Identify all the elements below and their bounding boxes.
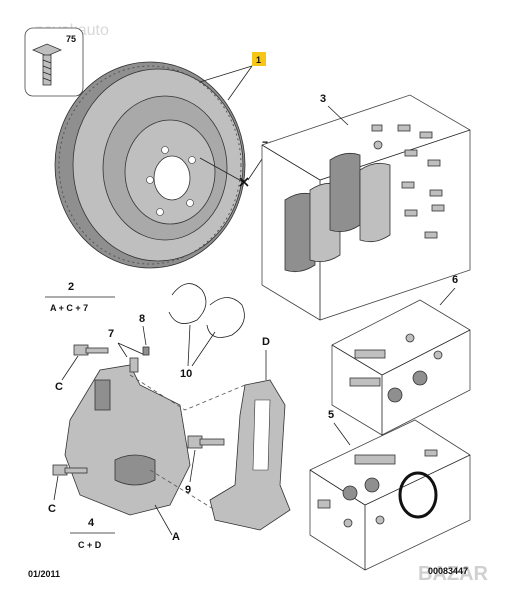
label-caliper-set: 4 [88,517,95,529]
bolt-9 [187,435,225,449]
label-caliper: A [172,531,180,543]
watermark-bottom: BAZAR [418,563,489,585]
label-bolt-c-lower: C [48,503,56,515]
label-clips: 10 [180,368,192,380]
label-disc-set-formula: A + C + 7 [50,303,88,313]
kit-5-box [309,419,471,571]
guide-pin-1 [354,349,386,359]
label-bleed: 7 [108,328,114,340]
kit5-seal-1 [342,485,358,501]
brake-caliper [64,364,191,516]
pad-clips [371,124,445,239]
footer-date: 01/2011 [28,569,60,579]
piston-seal-ring [398,471,438,519]
label-bolt-9: 9 [185,484,191,496]
label-bolt-c-upper: C [55,381,63,393]
label-disc: 1 [256,55,261,65]
spring-clips [168,283,245,338]
bolt-lower [52,464,88,476]
dust-boot-1 [387,387,403,403]
screw-inset: 75 [24,27,84,97]
brake-pad-1 [284,192,316,273]
kit5-seal-2 [364,477,380,493]
footer-ref: 00083447 [428,566,468,576]
guide-pin-2 [349,377,381,387]
label-kit5: 5 [328,409,334,421]
label-pads: 3 [320,93,326,105]
bleed-screw [129,357,139,373]
label-bracket: D [262,336,270,348]
dust-boot-2 [412,370,428,386]
label-disc-set: 2 [68,281,74,293]
bolt-upper [73,344,109,356]
label-caliper-set-formula: C + D [78,540,102,550]
brake-pad-4 [359,162,391,243]
brake-disc [54,61,246,269]
label-screw: 75 [66,34,76,44]
pads-kit-box [261,94,471,321]
brake-pad-3 [329,152,361,233]
screw-icon [31,43,63,86]
kit-6-box [331,299,471,436]
label-cap: 8 [139,313,145,325]
label-kit6: 6 [452,274,458,286]
highlight-badge [252,52,266,66]
piston-rod [354,454,396,465]
bleed-cap [142,346,150,356]
caliper-bracket [209,379,291,531]
